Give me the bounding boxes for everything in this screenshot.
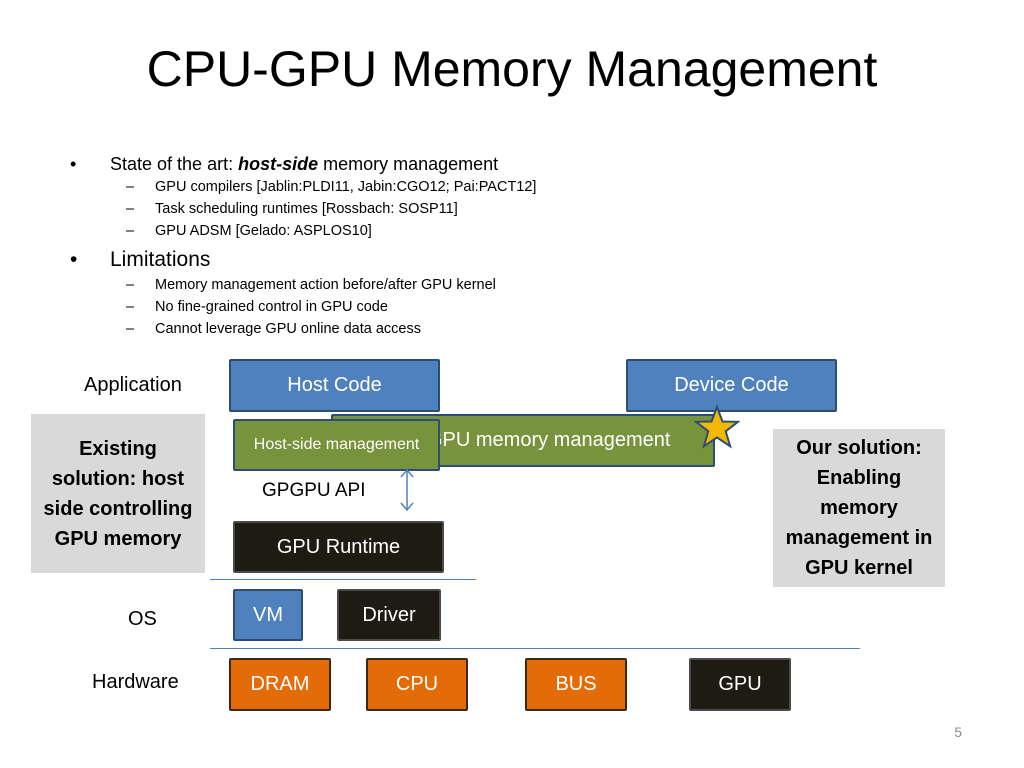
gpu-memory-management-label: GPU memory management [427,429,671,451]
slide-title: CPU-GPU Memory Management [146,41,878,97]
bullet-list: • State of the art: host-side memory man… [70,152,830,340]
dram-box: DRAM [229,658,331,711]
sub-bullet: –Task scheduling runtimes [Rossbach: SOS… [126,201,458,217]
bullet-text: Limitations [110,248,211,271]
sub-bullet: –GPU compilers [Jablin:PLDI11, Jabin:CGO… [126,179,537,195]
sub-bullet: –Cannot leverage GPU online data access [126,321,421,337]
page-number: 5 [954,724,962,740]
bullet-text-prefix: State of the art: [110,154,239,174]
driver-box: Driver [337,589,441,641]
double-arrow-icon [400,468,414,512]
bullet-text-emph: host-side [238,154,319,174]
layer-separator [210,648,860,649]
host-side-management-box: Host-side management [233,419,440,471]
bullet-limitations: • Limitations [70,246,830,274]
layer-label-application: Application [84,374,182,396]
bullet-dot: • [70,154,77,174]
cpu-box: CPU [366,658,468,711]
bullet-state-of-art: • State of the art: host-side memory man… [70,152,830,176]
layer-separator [210,579,476,580]
sub-bullet: –Memory management action before/after G… [126,277,496,293]
layer-label-hardware: Hardware [92,671,179,693]
device-code-box: Device Code [626,359,837,412]
our-solution-note: Our solution: Enabling memory management… [773,429,945,587]
bus-box: BUS [525,658,627,711]
sub-bullet: –GPU ADSM [Gelado: ASPLOS10] [126,223,372,239]
gpu-runtime-box: GPU Runtime [233,521,444,573]
vm-box: VM [233,589,303,641]
sub-bullet: –No fine-grained control in GPU code [126,299,388,315]
gpgpu-api-label: GPGPU API [262,480,366,501]
bullet-text-suffix: memory management [318,154,499,174]
bullet-dot: • [70,248,78,271]
gpu-box: GPU [689,658,791,711]
star-icon [694,404,740,449]
layer-label-os: OS [128,608,157,630]
host-code-box: Host Code [229,359,440,412]
existing-solution-note: Existing solution: host side controlling… [31,414,205,573]
